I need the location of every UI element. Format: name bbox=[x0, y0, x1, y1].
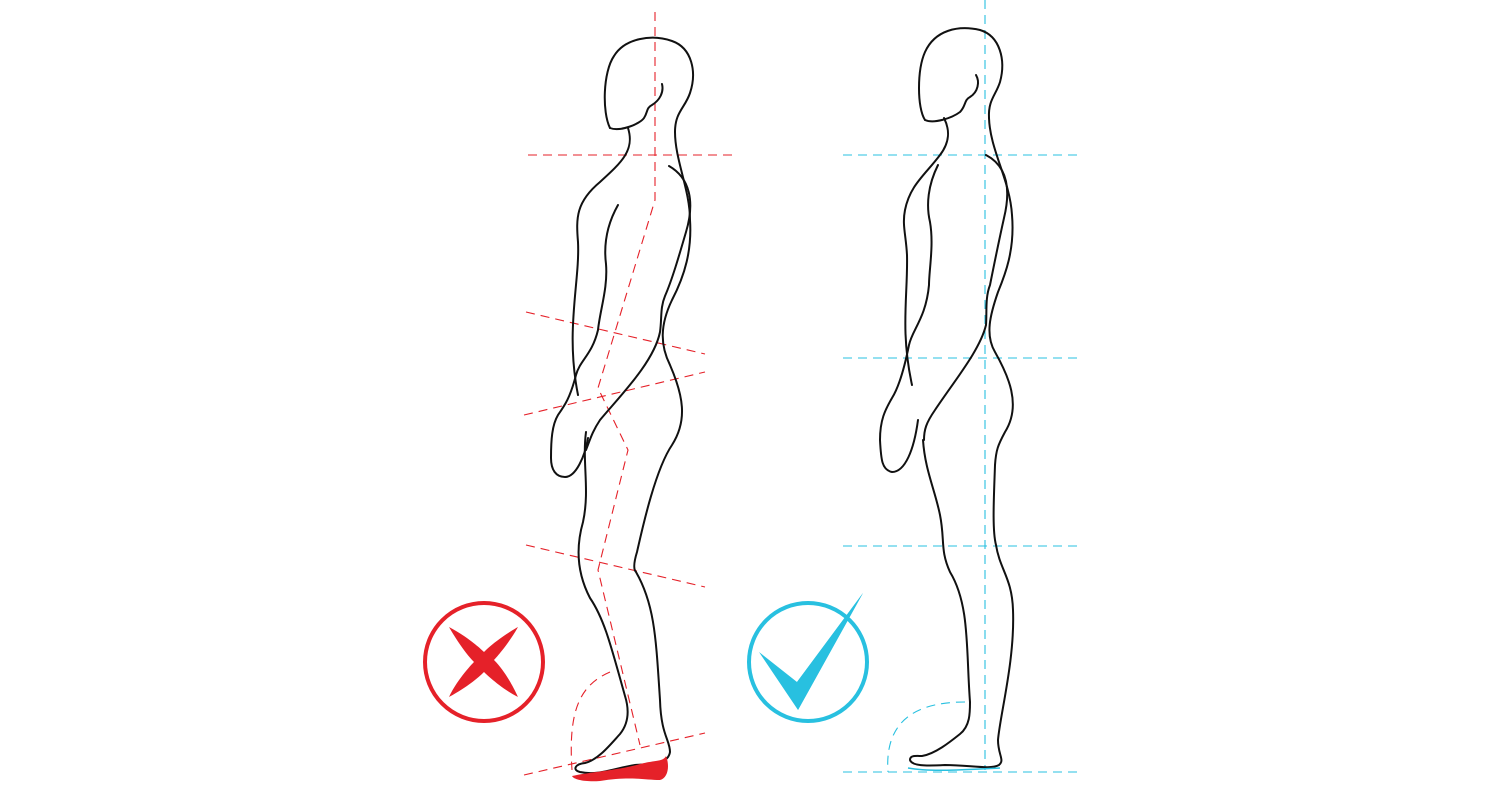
cross-icon bbox=[423, 601, 545, 723]
arm bbox=[879, 164, 939, 473]
back-torso bbox=[571, 127, 631, 396]
guide-knee bbox=[525, 544, 706, 588]
correct-figure-outline bbox=[879, 27, 1015, 769]
head bbox=[603, 36, 694, 133]
plumb-line-bent bbox=[597, 12, 656, 746]
arched-foot-sole-line bbox=[907, 767, 1001, 772]
head bbox=[918, 27, 1004, 121]
guide-pelvis-bottom bbox=[523, 371, 706, 416]
flat-foot-sole-highlight bbox=[572, 756, 668, 782]
back-torso bbox=[902, 117, 950, 386]
correct-posture-group bbox=[747, 0, 1078, 773]
back-and-front bbox=[909, 117, 1015, 769]
incorrect-posture-group bbox=[423, 12, 738, 782]
face-chin bbox=[924, 74, 979, 123]
guide-heel-arc bbox=[570, 671, 611, 771]
guide-floor bbox=[523, 732, 706, 776]
guide-heel-arc bbox=[887, 701, 966, 773]
chest bbox=[923, 154, 1009, 441]
face-chin bbox=[609, 83, 664, 130]
correct-alignment-guides bbox=[843, 0, 1078, 773]
incorrect-figure-outline bbox=[550, 36, 694, 775]
guide-pelvis-top bbox=[525, 311, 706, 355]
back-and-front bbox=[574, 131, 692, 775]
chest bbox=[585, 165, 692, 451]
checkmark-icon bbox=[747, 593, 869, 723]
arm bbox=[550, 204, 619, 478]
